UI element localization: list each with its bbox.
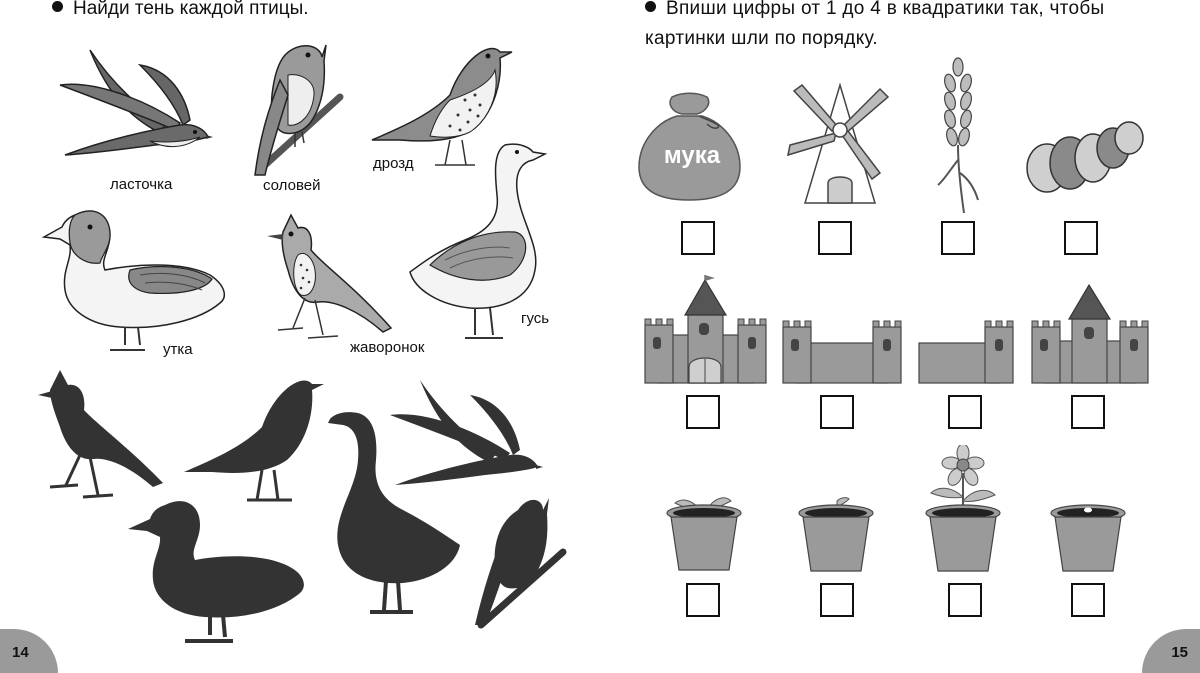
instruction-right-text: Впиши цифры от 1 до 4 в квадратики так, … xyxy=(645,0,1105,49)
goose-illustration xyxy=(409,143,548,339)
shadow-duck xyxy=(128,501,304,643)
instruction-left-text: Найди тень каждой птицы. xyxy=(73,0,309,19)
shadow-goose xyxy=(328,412,460,614)
bird-label-duck: утка xyxy=(163,341,193,358)
instruction-left: Найди тень каждой птицы. xyxy=(52,0,309,24)
number-box-r2-2[interactable] xyxy=(820,395,854,429)
page-number-right-text: 15 xyxy=(1171,644,1188,661)
castle-stage-tower xyxy=(1031,283,1149,384)
number-box-r1-4[interactable] xyxy=(1064,221,1098,255)
castle-stage-walls xyxy=(782,320,902,384)
flour-bag-illustration xyxy=(638,92,741,201)
windmill-illustration xyxy=(787,82,890,204)
pot-flower-illustration xyxy=(925,445,1001,572)
shadow-skylark xyxy=(38,370,163,499)
instruction-right: Впиши цифры от 1 до 4 в квадратики так, … xyxy=(645,0,1155,54)
pot-sprout-illustration xyxy=(798,497,874,572)
number-box-r1-2[interactable] xyxy=(818,221,852,255)
bird-label-swallow: ласточка xyxy=(110,176,173,193)
bird-label-nightingale: соловей xyxy=(263,177,321,194)
nightingale-illustration xyxy=(254,44,344,176)
shadow-thrush xyxy=(184,380,324,502)
bread-loaf-illustration xyxy=(1026,121,1144,193)
number-box-r1-3[interactable] xyxy=(941,221,975,255)
page-number-left-text: 14 xyxy=(12,644,29,661)
bullet-icon xyxy=(645,1,656,12)
castle-stage-partial xyxy=(918,320,1014,384)
number-box-r2-3[interactable] xyxy=(948,395,982,429)
number-box-r2-1[interactable] xyxy=(686,395,720,429)
skylark-illustration xyxy=(267,213,393,339)
flour-bag-label: мука xyxy=(663,142,721,169)
pot-leaves-illustration xyxy=(666,497,742,571)
bird-label-skylark: жаворонок xyxy=(350,339,425,356)
page-number-right: 15 xyxy=(1142,629,1200,673)
wheat-illustration xyxy=(937,57,979,214)
duck-illustration xyxy=(41,210,226,351)
thrush-illustration xyxy=(371,47,513,166)
bird-label-thrush: дрозд xyxy=(373,155,414,172)
bird-label-goose: гусь xyxy=(521,310,550,327)
pot-seed-illustration xyxy=(1050,504,1126,572)
number-box-r3-4[interactable] xyxy=(1071,583,1105,617)
swallow-illustration xyxy=(59,49,213,156)
number-box-r3-2[interactable] xyxy=(820,583,854,617)
number-box-r3-1[interactable] xyxy=(686,583,720,617)
number-box-r2-4[interactable] xyxy=(1071,395,1105,429)
shadow-swallow xyxy=(390,380,543,485)
castle-stage-full xyxy=(644,275,767,384)
number-box-r3-3[interactable] xyxy=(948,583,982,617)
bullet-icon xyxy=(52,1,63,12)
shadow-nightingale xyxy=(475,498,567,629)
page-number-left: 14 xyxy=(0,629,58,673)
number-box-r1-1[interactable] xyxy=(681,221,715,255)
